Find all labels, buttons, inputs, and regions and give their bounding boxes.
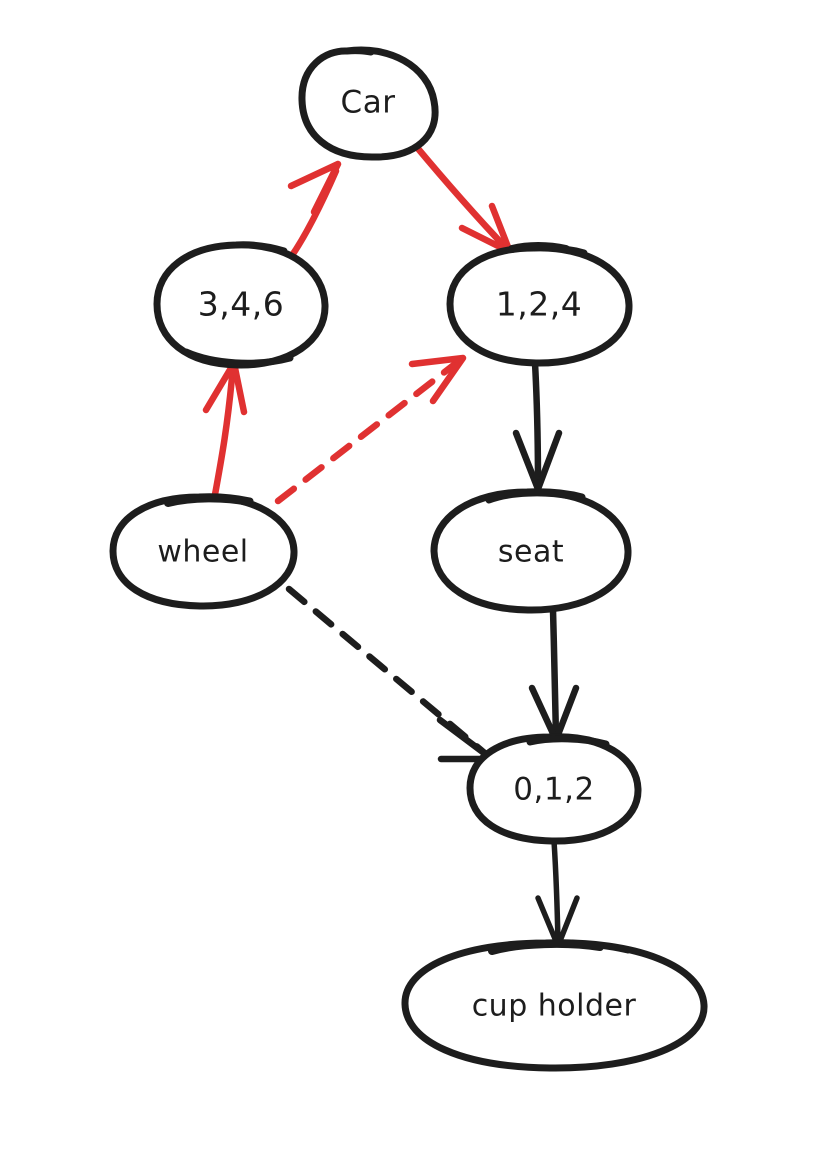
- node-124[interactable]: 1,2,4: [446, 242, 633, 367]
- node-wheel-label: wheel: [157, 535, 248, 570]
- edge-012-to-cupholder[interactable]: [535, 838, 580, 949]
- edge-012-to-cupholder-arrowhead: [535, 895, 580, 949]
- node-wheel-top-stroke: [164, 494, 253, 507]
- edge-012-to-cupholder-line: [551, 838, 561, 946]
- edge-wheel-to-346[interactable]: [202, 359, 248, 504]
- edge-car-to-124-line: [411, 141, 512, 254]
- edge-wheel-to-346-arrowhead: [202, 359, 248, 416]
- node-012[interactable]: 0,1,2: [466, 733, 642, 845]
- edge-124-to-seat-line: [531, 359, 542, 490]
- edge-346-to-car-arrowhead: [287, 160, 342, 216]
- edge-wheel-to-012[interactable]: [285, 585, 496, 763]
- node-car-ellipse: [298, 46, 439, 161]
- node-124-label: 1,2,4: [496, 285, 582, 324]
- node-346[interactable]: 3,4,6: [153, 241, 329, 369]
- edge-wheel-to-346-line: [210, 362, 237, 504]
- edge-seat-to-012-line: [549, 606, 560, 741]
- node-seat-label: seat: [498, 535, 564, 570]
- node-346-underline-stroke: [182, 348, 294, 367]
- node-wheel[interactable]: wheel: [109, 493, 298, 610]
- node-012-label: 0,1,2: [513, 772, 594, 808]
- edge-car-to-124[interactable]: [411, 141, 514, 256]
- node-seat-top-stroke: [485, 489, 574, 504]
- node-cupholder-top-stroke: [488, 939, 604, 955]
- edge-wheel-to-124[interactable]: [274, 354, 467, 505]
- node-car-label: Car: [341, 85, 396, 121]
- node-cupholder[interactable]: cup holder: [401, 939, 708, 1072]
- edge-seat-to-012-arrowhead: [528, 684, 580, 744]
- edge-seat-to-012[interactable]: [528, 606, 580, 744]
- node-car[interactable]: Car: [298, 46, 439, 161]
- node-seat[interactable]: seat: [430, 488, 632, 614]
- node-124-top-stroke: [508, 242, 570, 253]
- node-012-top-stroke: [526, 735, 610, 748]
- edge-124-to-seat-arrowhead: [512, 429, 563, 493]
- edge-124-to-seat[interactable]: [512, 359, 563, 493]
- edge-wheel-to-124-arrowhead: [408, 354, 467, 405]
- edge-wheel-to-124-line: [274, 360, 459, 505]
- edge-346-to-car[interactable]: [281, 160, 342, 269]
- node-346-label: 3,4,6: [198, 285, 284, 324]
- node-cupholder-label: cup holder: [472, 989, 637, 1024]
